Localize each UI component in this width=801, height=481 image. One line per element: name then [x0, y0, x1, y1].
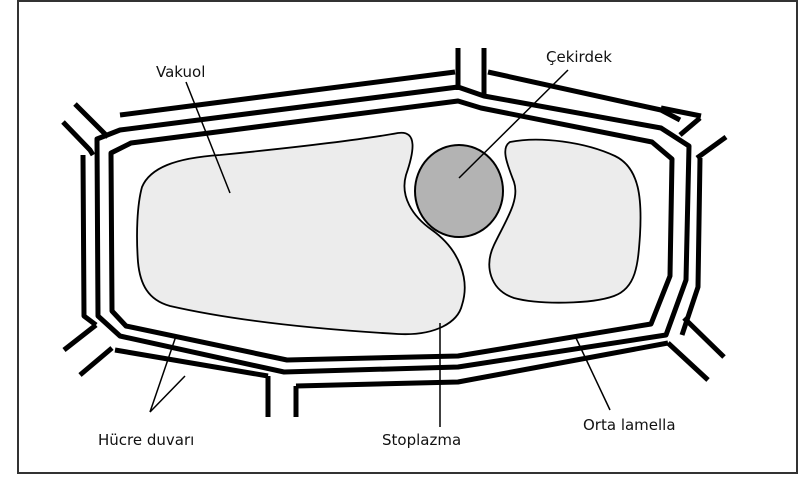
wall-bottom-left-inner — [80, 348, 112, 375]
wall-top-left-outer — [63, 122, 93, 155]
label-nucleus: Çekirdek — [546, 48, 612, 66]
label-middle-lamella: Orta lamella — [583, 416, 676, 434]
leader-cell-wall-b — [150, 376, 185, 412]
vacuole-left — [137, 133, 465, 334]
vacuole-right — [489, 140, 640, 303]
wall-bottom-right-outer — [684, 318, 724, 357]
wall-bottom-left-outer — [64, 325, 96, 350]
nucleus — [415, 145, 503, 237]
wall-left-outer — [83, 155, 96, 325]
label-vacuole: Vakuol — [156, 63, 205, 81]
wall-bottom-right-inner — [668, 343, 708, 380]
wall-top-right-inner — [697, 137, 726, 158]
label-cytoplasm: Stoplazma — [382, 431, 461, 449]
leader-middle-lamella — [576, 338, 610, 410]
wall-top-left-inner — [75, 104, 108, 137]
wall-top-right-outer — [680, 118, 700, 135]
label-cell-wall: Hücre duvarı — [98, 431, 194, 449]
